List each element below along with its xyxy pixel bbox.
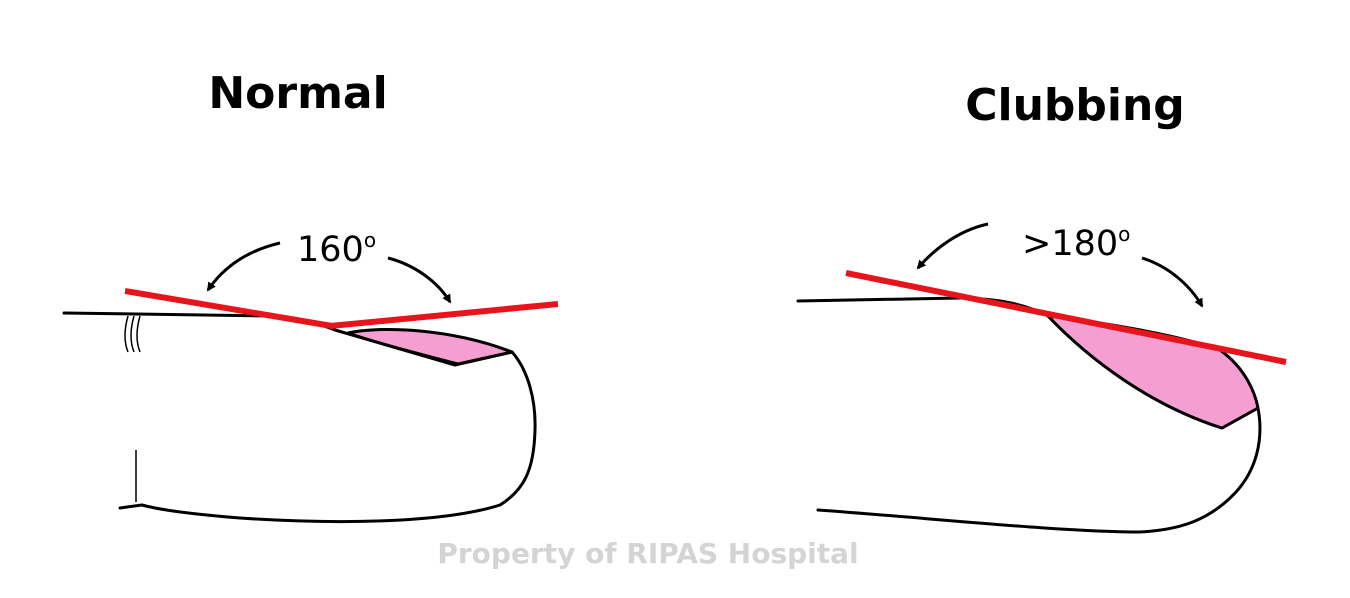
normal-right-arrow <box>387 256 452 304</box>
normal-angle-label: 160o <box>297 228 376 270</box>
watermark-text: Property of RIPAS Hospital <box>437 537 858 570</box>
clubbing-left-arrow <box>916 222 989 270</box>
normal-angle-value: 160 <box>297 230 364 270</box>
normal-panel: Normal 160o <box>62 68 559 524</box>
normal-proximal-angle-line <box>124 288 333 329</box>
normal-left-arrow <box>206 241 281 292</box>
clubbing-degree-mark: o <box>1118 222 1130 246</box>
clubbing-right-arrow <box>1141 256 1204 308</box>
normal-nail <box>346 328 514 366</box>
clubbing-panel: Clubbing >180o <box>796 80 1287 534</box>
clubbing-title: Clubbing <box>965 80 1185 131</box>
normal-knuckle-crease <box>124 315 141 353</box>
normal-nail-angle-line <box>329 301 559 329</box>
clubbing-angle-line <box>845 270 1287 365</box>
normal-finger-outline <box>62 311 537 524</box>
clubbing-angle-value: >180 <box>1022 224 1118 264</box>
clubbing-angle-label: >180o <box>1022 222 1130 264</box>
normal-degree-mark: o <box>364 228 376 252</box>
normal-title: Normal <box>208 68 387 119</box>
